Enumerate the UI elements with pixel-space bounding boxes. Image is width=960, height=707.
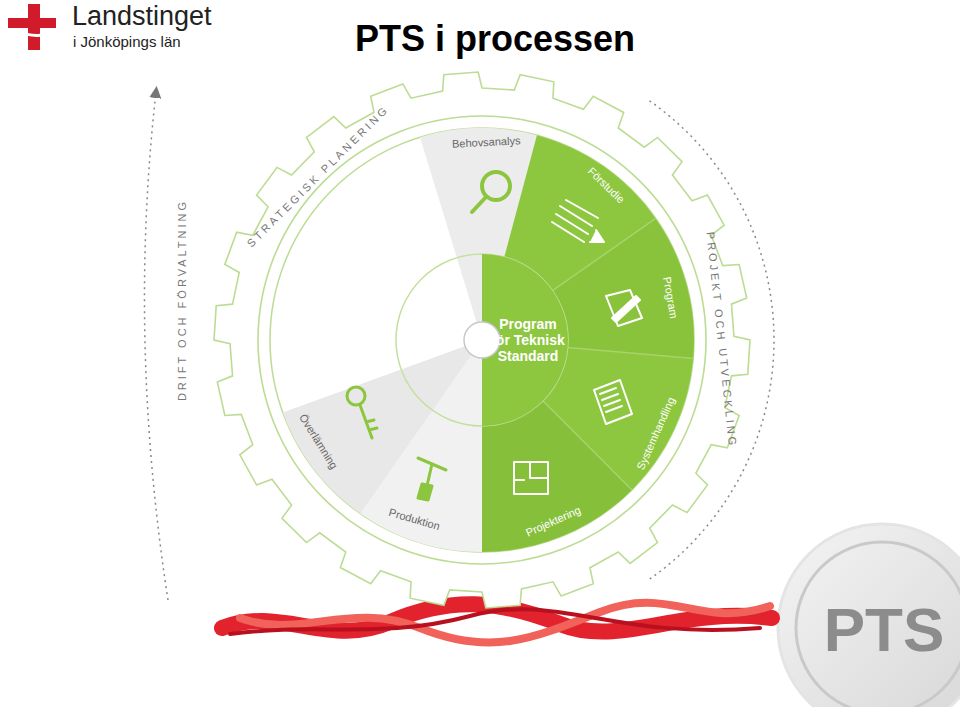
node-text: Program för Teknisk Standard — [488, 316, 568, 364]
icons — [347, 172, 642, 500]
gear-teeth — [214, 72, 750, 608]
wedge-divider — [552, 218, 655, 290]
center-circle: Program för Teknisk Standard — [488, 316, 568, 364]
inner-half — [482, 254, 568, 426]
pts-logo-text: PTS — [824, 596, 945, 664]
phase-wedges — [270, 128, 694, 552]
logo-name: Landstinget — [72, 2, 212, 32]
wheel-disk — [270, 128, 694, 552]
phase-group-label: DRIFT OCH FÖRVALTNING — [176, 199, 188, 401]
red-ribbon — [222, 603, 772, 643]
gear-inner — [258, 116, 706, 564]
logo-mark — [6, 4, 56, 50]
phase-wedge — [283, 340, 482, 514]
gear-ring — [214, 72, 750, 608]
wedge-divider — [543, 401, 632, 490]
pts-logo — [778, 524, 960, 707]
inner-circle — [396, 254, 568, 426]
wedge-divider — [568, 347, 694, 358]
logo-subtitle: i Jönköpings län — [73, 34, 181, 51]
